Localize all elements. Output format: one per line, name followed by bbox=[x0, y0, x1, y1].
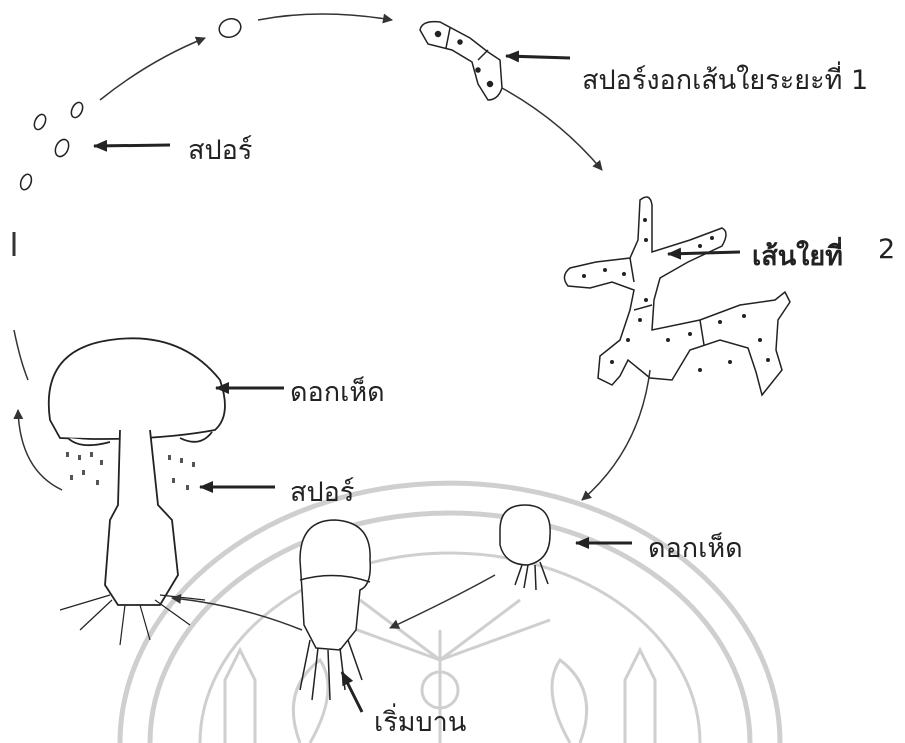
label-hypha-stage-2: เส้นใยที่ bbox=[752, 234, 843, 277]
label-spore-germination: สปอร์งอกเส้นใยระยะที่ 1 bbox=[582, 58, 868, 101]
germinating-spore bbox=[420, 22, 502, 100]
label-mushroom-small: ดอกเห็ด bbox=[648, 526, 743, 569]
button-mushroom bbox=[500, 505, 550, 590]
label-start-bloom: เริ่มบาน bbox=[374, 700, 466, 743]
mature-mushroom bbox=[49, 338, 225, 645]
label-spore-top: สปอร์ bbox=[188, 128, 252, 171]
branching-hyphae bbox=[564, 197, 790, 395]
opening-mushroom bbox=[300, 520, 370, 700]
label-spore-bottom: สปอร์ bbox=[290, 470, 354, 513]
label-hypha-stage-number: 2 bbox=[878, 234, 895, 265]
label-mushroom: ดอกเห็ด bbox=[290, 370, 385, 413]
label-hypha-text: เส้นใยที่ bbox=[752, 241, 843, 272]
